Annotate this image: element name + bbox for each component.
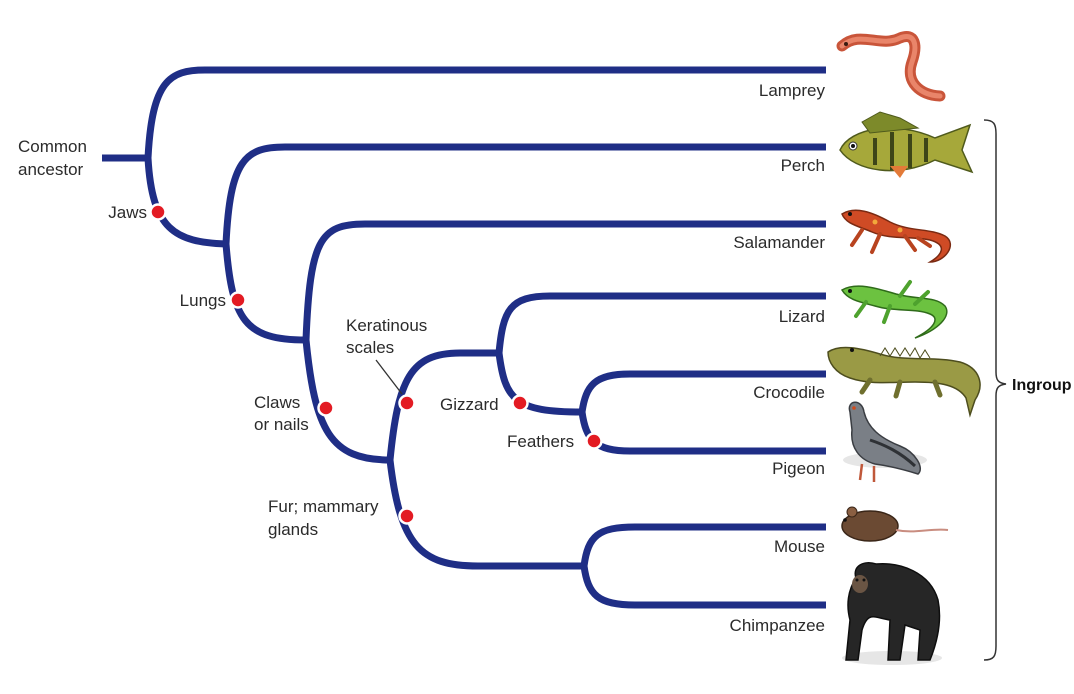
trait-dot-lungs xyxy=(229,291,247,309)
chimpanzee-icon xyxy=(842,562,942,665)
trait-dot-keratinous xyxy=(398,394,416,412)
trait-dot-jaws xyxy=(149,203,167,221)
pigeon-icon xyxy=(843,401,927,482)
trait-label-jaws: Jaws xyxy=(108,203,147,222)
trait-label-claws-line1: Claws xyxy=(254,393,300,412)
mouse-icon xyxy=(841,506,949,542)
tree-branches xyxy=(102,66,826,609)
ingroup-label: Ingroup xyxy=(1012,377,1072,394)
taxon-label-lizard: Lizard xyxy=(779,307,825,326)
trait-dot-claws xyxy=(317,399,335,417)
keratinous-leader-line xyxy=(375,359,403,395)
root-label-line1: Common xyxy=(18,137,87,156)
trait-label-gizzard: Gizzard xyxy=(440,395,499,414)
trait-label-keratinous-line2: scales xyxy=(346,338,394,357)
branch-jawed xyxy=(144,157,227,248)
taxon-label-mouse: Mouse xyxy=(774,537,825,556)
branch-mouse xyxy=(580,523,826,567)
ingroup-bracket xyxy=(983,119,1007,661)
branch-amniotes xyxy=(302,339,391,464)
trait-label-feathers: Feathers xyxy=(507,432,574,451)
branch-chimpanzee xyxy=(580,565,826,609)
taxon-label-perch: Perch xyxy=(781,156,825,175)
branch-tetrapods xyxy=(222,243,307,344)
branch-pigeon xyxy=(578,411,826,455)
branch-mammals xyxy=(386,459,584,570)
root-label-line2: ancestor xyxy=(18,160,84,179)
trait-dot-feathers xyxy=(585,432,603,450)
branch-lamprey xyxy=(144,66,826,159)
trait-markers xyxy=(149,203,603,525)
branch-crocodile xyxy=(578,370,826,413)
crocodile-icon xyxy=(827,346,981,418)
trait-label-fur-line1: Fur; mammary xyxy=(268,497,379,516)
trait-label-lungs: Lungs xyxy=(180,291,226,310)
taxon-label-lamprey: Lamprey xyxy=(759,81,826,100)
branch-lizard xyxy=(495,292,826,354)
salamander-icon xyxy=(841,209,951,263)
branch-salamander xyxy=(302,220,826,341)
taxon-label-crocodile: Crocodile xyxy=(753,383,825,402)
trait-label-fur-line2: glands xyxy=(268,520,318,539)
branch-perch xyxy=(222,143,826,245)
lizard-icon xyxy=(840,280,948,339)
taxon-label-chimpanzee: Chimpanzee xyxy=(730,616,825,635)
trait-label-claws-line2: or nails xyxy=(254,415,309,434)
trait-dot-fur xyxy=(398,507,416,525)
branch-reptiles xyxy=(386,349,499,461)
perch-icon xyxy=(839,111,974,178)
taxon-label-salamander: Salamander xyxy=(733,233,825,252)
taxon-label-pigeon: Pigeon xyxy=(772,459,825,478)
trait-label-keratinous-line1: Keratinous xyxy=(346,316,427,335)
lamprey-icon xyxy=(836,31,946,102)
trait-dot-gizzard xyxy=(511,394,529,412)
